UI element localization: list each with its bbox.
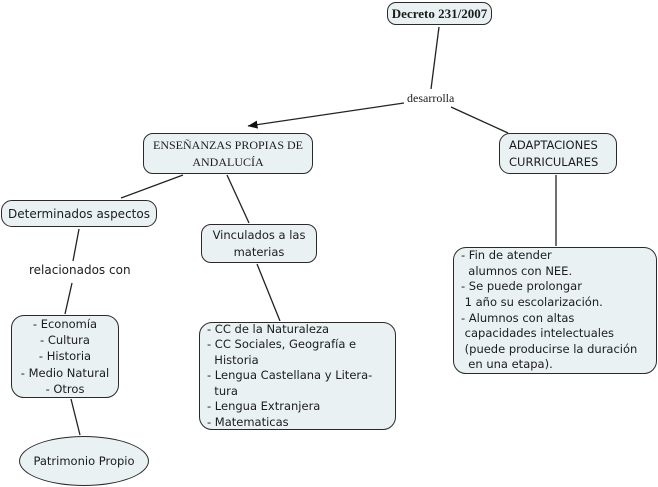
edge-decreto-to-desarrolla xyxy=(430,26,440,90)
edge-determinados-to-relacionados xyxy=(72,228,80,262)
node-ensenanzas-propias-andalucia[interactable]: ENSEÑANZAS PROPIAS DE ANDALUCÍA xyxy=(143,133,313,174)
node-adaptaciones-detail[interactable]: - Fin de atender alumnos con NEE. - Se p… xyxy=(453,247,657,374)
edge-relacionados-to-aspectos xyxy=(64,282,73,315)
edge-ensenanzas-to-vinculados xyxy=(226,174,250,224)
edge-aspectos-to-patrimonio xyxy=(70,398,81,436)
node-aspectos-list[interactable]: - Economía - Cultura - Historia - Medio … xyxy=(11,315,119,398)
link-label-desarrolla[interactable]: desarrolla xyxy=(405,91,457,106)
node-materias-list[interactable]: - CC de la Naturaleza - CC Sociales, Geo… xyxy=(199,322,396,430)
edge-desarrolla-to-ensenanzas xyxy=(247,102,405,129)
node-adaptaciones-curriculares[interactable]: ADAPTACIONES CURRICULARES xyxy=(499,133,617,174)
node-vinculados-a-las-materias[interactable]: Vinculados a las materias xyxy=(201,224,317,263)
edge-ensenanzas-to-determinados xyxy=(120,174,184,199)
node-patrimonio-propio[interactable]: Patrimonio Propio xyxy=(19,436,149,486)
node-decreto-231-2007[interactable]: Decreto 231/2007 xyxy=(387,2,492,25)
edge-vinculados-to-materias xyxy=(256,263,281,322)
edge-desarrolla-to-adaptaciones xyxy=(450,106,509,134)
node-determinados-aspectos[interactable]: Determinados aspectos xyxy=(1,200,157,227)
link-label-relacionados-con[interactable]: relacionados con xyxy=(27,263,133,277)
